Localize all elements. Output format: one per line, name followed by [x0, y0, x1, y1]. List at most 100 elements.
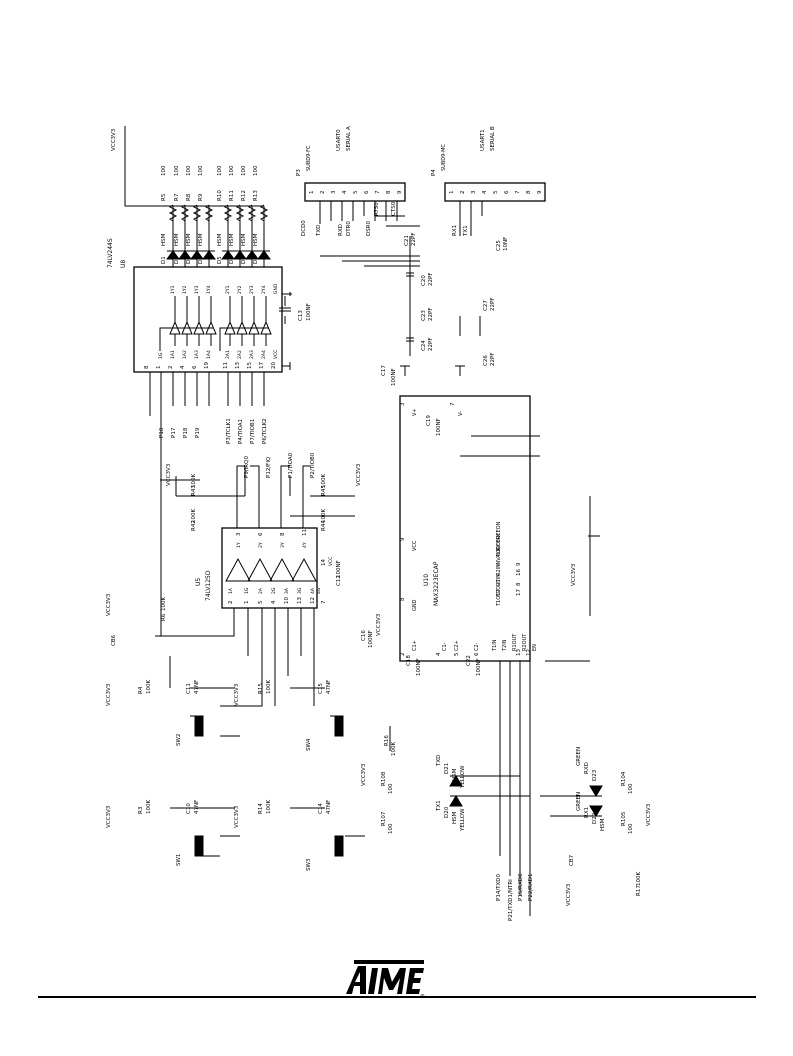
svg-text:V-: V-: [458, 411, 464, 416]
svg-text:R107: R107: [381, 811, 387, 826]
u8-ref: U8: [120, 260, 127, 268]
svg-text:9: 9: [516, 562, 522, 566]
svg-text:R9: R9: [198, 193, 204, 201]
svg-text:CB7: CB7: [569, 854, 575, 866]
svg-text:47NF: 47NF: [326, 800, 332, 814]
svg-text:100NF: 100NF: [306, 303, 312, 321]
svg-text:P7/TIOB1: P7/TIOB1: [250, 419, 256, 444]
svg-text:USART0: USART0: [336, 129, 342, 151]
svg-text:C16: C16: [361, 630, 367, 641]
svg-text:1G: 1G: [158, 352, 164, 359]
svg-text:T2OUT: T2OUT: [496, 578, 502, 597]
svg-text:TX1: TX1: [436, 800, 442, 812]
svg-text:TXD: TXD: [316, 225, 322, 237]
svg-text:3A: 3A: [284, 587, 290, 594]
svg-text:4Y: 4Y: [302, 542, 308, 548]
svg-text:3: 3: [400, 402, 406, 406]
u8-input-pin-labels: 1A1 1A2 1A3 1A4 2A1 2A2 2A3 2A4 1G VCC: [158, 350, 279, 359]
svg-text:1: 1: [309, 191, 315, 195]
svg-text:VCC3V3: VCC3V3: [106, 805, 112, 828]
svg-text:DCD0: DCD0: [301, 220, 307, 236]
svg-text:RX1: RX1: [452, 225, 458, 236]
svg-text:SUBD9-MC: SUBD9-MC: [441, 144, 447, 171]
svg-text:6: 6: [474, 652, 480, 656]
svg-text:100: 100: [161, 165, 167, 176]
svg-text:8: 8: [526, 190, 532, 194]
svg-text:RXD: RXD: [584, 762, 590, 774]
svg-text:1Y4: 1Y4: [206, 285, 212, 294]
svg-text:C25: C25: [496, 240, 502, 251]
svg-text:D23: D23: [592, 769, 598, 781]
svg-text:4A: 4A: [310, 587, 316, 594]
svg-text:P22/RXD1: P22/RXD1: [528, 874, 534, 902]
svg-text:P3/TCLK1: P3/TCLK1: [226, 418, 232, 444]
svg-text:4: 4: [180, 365, 186, 369]
u8-value: 74LV244S: [107, 238, 114, 268]
svg-text:100K: 100K: [191, 474, 197, 488]
svg-text:R12: R12: [241, 190, 247, 201]
svg-text:R10: R10: [217, 190, 223, 201]
svg-text:15: 15: [247, 362, 253, 369]
c13-decoupling: C13 100NF: [279, 284, 312, 370]
svg-text:13: 13: [235, 362, 241, 369]
svg-text:SW3: SW3: [306, 858, 312, 871]
svg-text:HSM: HSM: [253, 233, 259, 246]
svg-text:R44: R44: [321, 520, 327, 531]
svg-text:22PF: 22PF: [428, 273, 434, 286]
svg-text:GREEN: GREEN: [576, 792, 582, 811]
svg-text:C2+: C2+: [454, 640, 460, 651]
svg-text:P4: P4: [431, 169, 437, 176]
svg-text:8: 8: [516, 582, 522, 586]
svg-text:DTR0: DTR0: [346, 221, 352, 236]
u8-output-pin-labels: 1Y1 1Y2 1Y3 1Y4 2Y1 2Y2 2Y3 2Y4 GND: [170, 283, 279, 294]
svg-text:C13: C13: [298, 310, 304, 321]
svg-text:100: 100: [174, 165, 180, 176]
svg-text:4: 4: [482, 190, 488, 194]
svg-text:47NF: 47NF: [194, 680, 200, 694]
svg-text:100NF: 100NF: [368, 630, 374, 648]
svg-text:C12: C12: [336, 575, 342, 586]
svg-text:100K: 100K: [321, 509, 327, 523]
u8-buffer-gates: [159, 296, 272, 351]
svg-text:HSM: HSM: [161, 233, 167, 246]
svg-text:P3: P3: [296, 169, 302, 176]
svg-text:2A: 2A: [258, 587, 264, 594]
svg-text:D1: D1: [161, 256, 167, 264]
svg-text:7: 7: [375, 190, 381, 194]
svg-text:U10: U10: [423, 574, 430, 586]
svg-text:C11: C11: [186, 683, 192, 694]
svg-text:VCC3V3: VCC3V3: [356, 463, 362, 486]
svg-text:22PF: 22PF: [490, 353, 496, 366]
svg-text:C20: C20: [421, 275, 427, 286]
svg-text:20: 20: [271, 362, 277, 369]
svg-text:9: 9: [400, 537, 406, 541]
svg-text:HSM: HSM: [198, 233, 204, 246]
svg-text:1A: 1A: [228, 587, 234, 594]
serial-activity-leds: [389, 726, 603, 817]
svg-text:R1IN: R1IN: [496, 574, 502, 586]
svg-text:HSM: HSM: [600, 818, 606, 831]
svg-text:GND: GND: [273, 283, 279, 294]
svg-text:3: 3: [471, 190, 477, 194]
svg-text:100K: 100K: [146, 800, 152, 814]
svg-text:100NF: 100NF: [391, 368, 397, 386]
svg-text:8: 8: [144, 365, 150, 369]
svg-text:2A1: 2A1: [225, 350, 231, 359]
svg-text:100: 100: [217, 165, 223, 176]
svg-text:D20: D20: [444, 806, 450, 818]
svg-text:8: 8: [400, 597, 406, 601]
svg-text:MAX3223ECAP: MAX3223ECAP: [433, 561, 440, 606]
svg-text:D3: D3: [186, 256, 192, 264]
svg-text:8: 8: [386, 190, 392, 194]
svg-text:GND: GND: [412, 599, 418, 611]
svg-text:P12/FIQ: P12/FIQ: [266, 456, 272, 478]
svg-text:INVALID: INVALID: [496, 546, 502, 566]
svg-text:100K: 100K: [636, 872, 642, 886]
svg-text:HSM: HSM: [217, 233, 223, 246]
svg-text:SW4: SW4: [306, 738, 312, 751]
